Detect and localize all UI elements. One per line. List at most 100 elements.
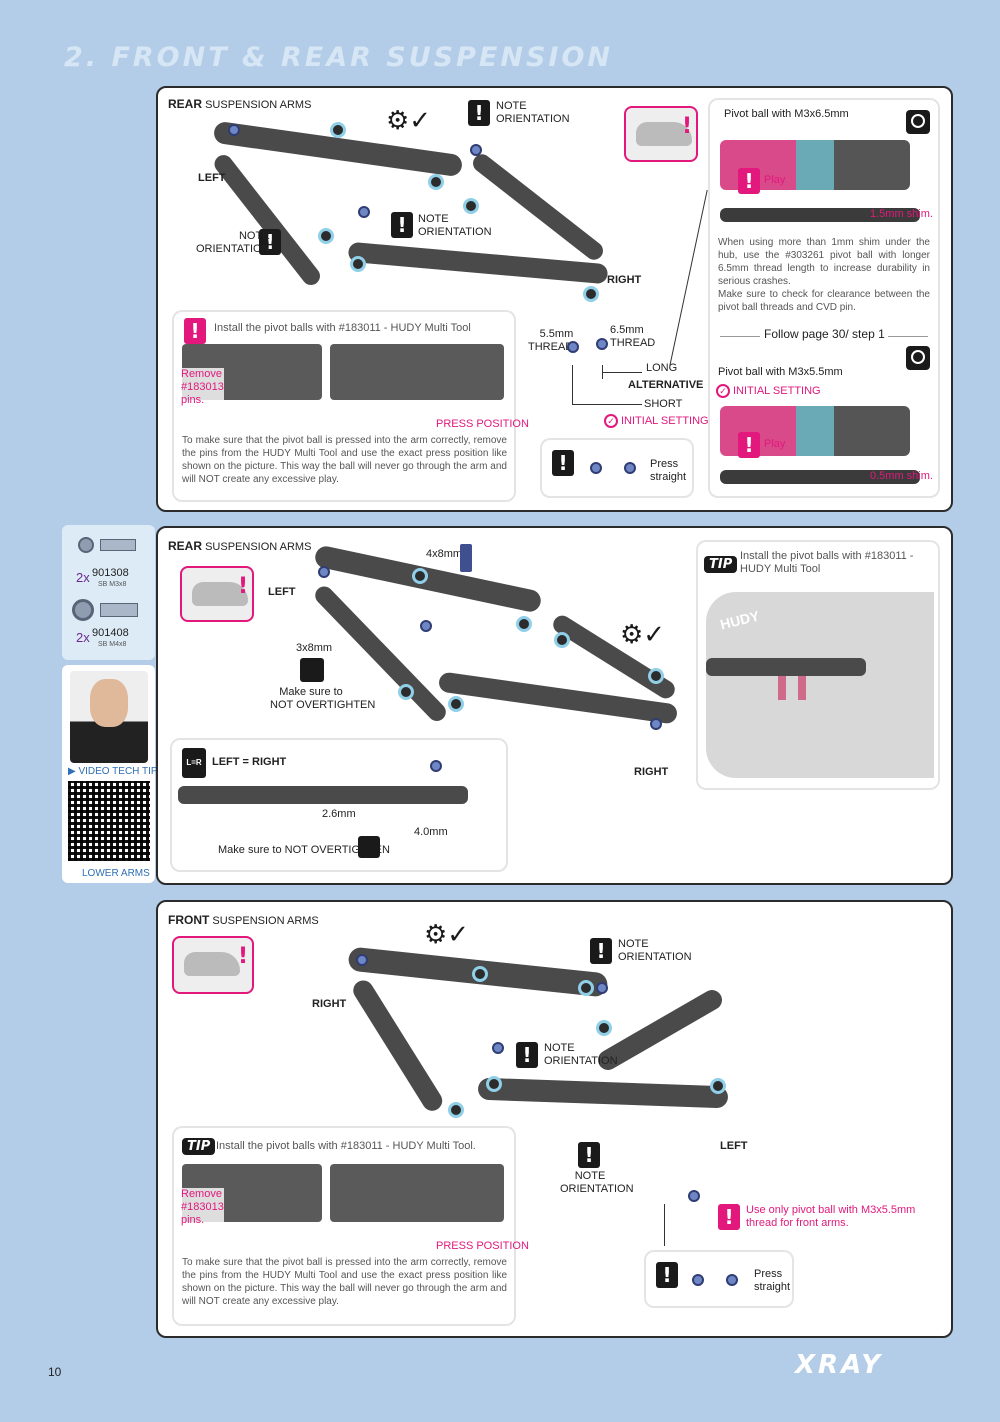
long-label: LONG <box>646 362 678 374</box>
car-icon <box>172 936 254 994</box>
warning-icon: ! <box>656 1262 678 1288</box>
connector-line <box>572 365 573 405</box>
pivot-detail-box: Pivot ball with M3x6.5mm ! Play 1.5mm sh… <box>710 100 938 496</box>
warning-icon: ! <box>590 938 612 964</box>
lower-arms-label: LOWER ARMS <box>82 868 150 879</box>
warning-icon: ! <box>516 1042 538 1068</box>
left-right-label: LEFT = RIGHT <box>212 756 287 768</box>
gear-check-icon: ⚙✓ <box>386 106 432 136</box>
part-desc: SB M3x8 <box>98 581 127 588</box>
gear-check-icon: ⚙✓ <box>424 920 470 950</box>
pivot-ball-65 <box>596 338 608 350</box>
arm-eye <box>448 1102 464 1118</box>
screw-icon <box>100 539 136 551</box>
pivot-ball <box>470 144 482 156</box>
warning-icon: ! <box>468 100 490 126</box>
hub-base <box>720 470 920 484</box>
shim-15-label: 1.5mm shim. <box>870 208 933 220</box>
tip-label: TIP <box>182 1138 216 1155</box>
check-icon: ✓ <box>604 414 618 428</box>
magnifier-icon <box>906 346 930 370</box>
install-paragraph: To make sure that the pivot ball is pres… <box>182 435 507 485</box>
part-qty: 2x <box>76 570 90 585</box>
warning-icon: ! <box>184 318 206 344</box>
arm-eye <box>448 696 464 712</box>
wrench-icon <box>300 658 324 682</box>
left-right-box: L=R LEFT = RIGHT 2.6mm 4.0mm Make sure t… <box>172 740 506 870</box>
pivot-ball-right <box>726 1274 738 1286</box>
connector-line <box>602 372 642 373</box>
right-label: RIGHT <box>312 998 347 1010</box>
car-icon <box>624 106 698 162</box>
multi-tool-image: HUDY <box>706 592 934 778</box>
dim-40-label: 4.0mm <box>414 826 448 838</box>
arm-eye <box>463 198 479 214</box>
initial-setting-label: ✓INITIAL SETTING <box>604 414 709 428</box>
video-tip-box[interactable]: ▶ VIDEO TECH TIP LOWER ARMS <box>62 665 158 883</box>
parts-box: 2x 901308 SB M3x8 2x 901408 SB M4x8 <box>62 525 155 660</box>
rear-arm-right-upper <box>469 150 607 264</box>
tool-arm <box>706 658 866 676</box>
pivot-ball <box>420 620 432 632</box>
arm-eye <box>428 174 444 190</box>
arm-eye <box>350 256 366 272</box>
play-label: Play <box>764 438 786 450</box>
pivot-55-label: Pivot ball with M3x5.5mm <box>718 366 843 378</box>
dim-26-label: 2.6mm <box>322 808 356 820</box>
check-icon: ✓ <box>716 384 730 398</box>
section-header: REAR SUSPENSION ARMS <box>168 539 312 554</box>
screw-icon <box>460 544 472 572</box>
arm-eye <box>486 1076 502 1092</box>
pivot-ball-right <box>624 462 636 474</box>
washer-icon <box>78 537 94 553</box>
install-text: Install the pivot balls with #183011 - H… <box>216 1140 476 1152</box>
warning-icon: ! <box>738 168 760 194</box>
arm-eye <box>516 616 532 632</box>
front-arm-right <box>477 1077 729 1109</box>
arm-eye <box>648 668 664 684</box>
avatar <box>70 671 148 763</box>
pivot-ball <box>358 206 370 218</box>
avatar-face <box>90 679 128 727</box>
warning-icon: ! <box>738 432 760 458</box>
warning-icon: ! <box>578 1142 600 1168</box>
video-tech-tip-label[interactable]: ▶ VIDEO TECH TIP <box>68 766 158 777</box>
divider-line <box>888 336 928 337</box>
qr-code[interactable] <box>68 781 150 861</box>
tool-brand: HUDY <box>718 607 761 633</box>
follow-page-label: Follow page 30/ step 1 <box>764 327 885 341</box>
part-desc: SB M4x8 <box>98 641 127 648</box>
washer-icon <box>72 599 94 621</box>
arm-eye <box>330 122 346 138</box>
pivot-ball-wrong <box>692 1274 704 1286</box>
arm-eye <box>554 632 570 648</box>
install-text: Install the pivot balls with #183011 - H… <box>214 322 471 334</box>
tool-pin <box>798 676 806 700</box>
connector-line <box>664 1204 665 1246</box>
pivot-ball <box>596 982 608 994</box>
pivot-ball <box>492 1042 504 1054</box>
pivot-ball <box>356 954 368 966</box>
pivot-ball <box>650 718 662 730</box>
part-number: 901308 <box>92 567 129 579</box>
rear-arm-left-lower <box>210 151 324 289</box>
screw-4x8-label: 4x8mm <box>426 548 463 560</box>
multi-tool-image <box>330 1164 504 1222</box>
arm-eye <box>412 568 428 584</box>
warning-icon: ! <box>552 450 574 476</box>
arm-eye <box>398 684 414 700</box>
left-right-icon: L=R <box>182 748 206 778</box>
install-paragraph: To make sure that the pivot ball is pres… <box>182 1257 507 1307</box>
arm-eye <box>583 286 599 302</box>
press-position-label: PRESS POSITION <box>436 418 529 430</box>
divider-line <box>720 336 760 337</box>
section-header: REAR SUSPENSION ARMS <box>168 97 312 112</box>
